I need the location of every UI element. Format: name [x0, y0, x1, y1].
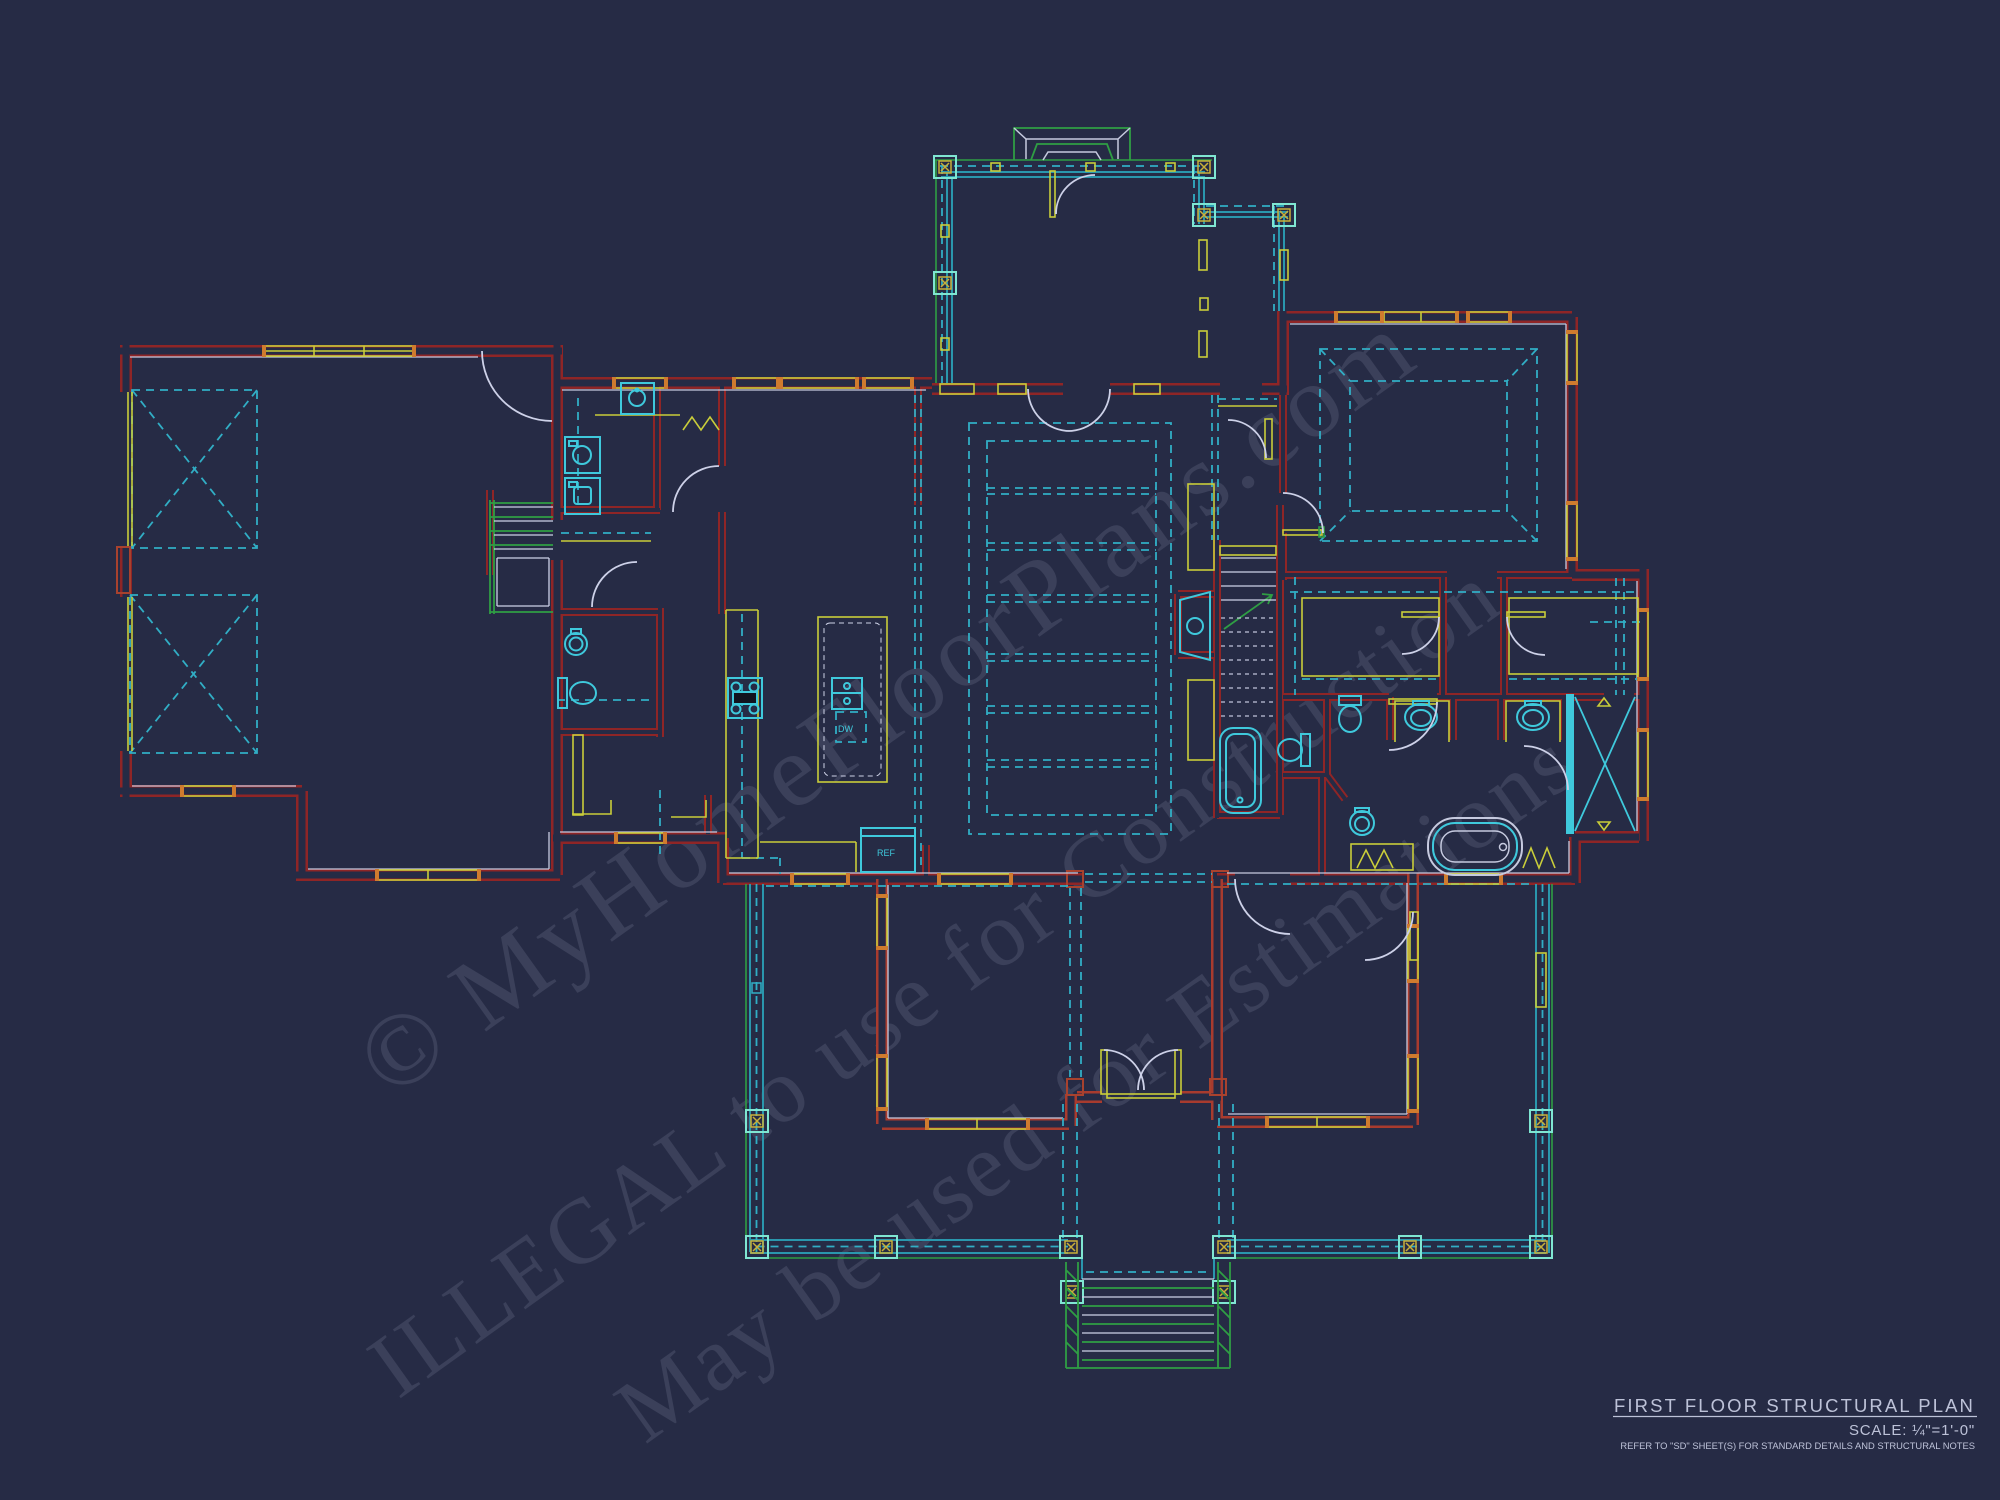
svg-text:REFER TO "SD" SHEET(S) FOR STA: REFER TO "SD" SHEET(S) FOR STANDARD DETA…	[1620, 1440, 1975, 1451]
svg-text:SCALE: ¼"=1'-0": SCALE: ¼"=1'-0"	[1849, 1422, 1975, 1439]
svg-text:REF: REF	[877, 848, 896, 858]
svg-text:DW: DW	[838, 724, 853, 734]
svg-text:FIRST FLOOR STRUCTURAL PLAN: FIRST FLOOR STRUCTURAL PLAN	[1614, 1395, 1975, 1416]
